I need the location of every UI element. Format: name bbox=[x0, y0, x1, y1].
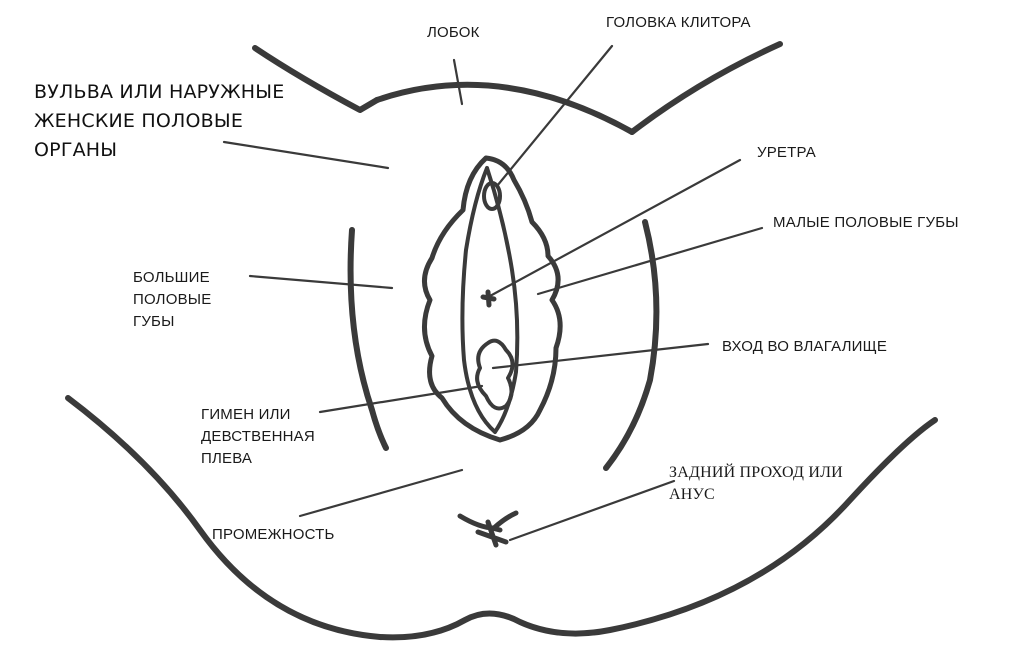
label-urethra: УРЕТРА bbox=[757, 144, 816, 161]
leader-labia-minora bbox=[536, 226, 764, 296]
label-labia-majora: БОЛЬШИЕ ПОЛОВЫЕ ГУБЫ bbox=[133, 269, 212, 330]
leader-urethra bbox=[488, 158, 742, 298]
labia-majora-right-outline bbox=[603, 219, 660, 471]
leader-perineum bbox=[298, 468, 464, 518]
pubic-mound-curve bbox=[374, 81, 635, 135]
label-labia-minora: МАЛЫЕ ПОЛОВЫЕ ГУБЫ bbox=[773, 214, 959, 231]
clitoris-glans-shape bbox=[482, 181, 502, 211]
labia-minora-inner bbox=[460, 166, 520, 434]
diagram-title: ВУЛЬВА ИЛИ НАРУЖНЫЕ ЖЕНСКИЕ ПОЛОВЫЕ ОРГА… bbox=[34, 81, 285, 161]
leader-vaginal-opening bbox=[491, 342, 710, 370]
upper-thigh-left-outline bbox=[252, 45, 380, 113]
label-perineum: ПРОМЕЖНОСТЬ bbox=[212, 526, 335, 543]
label-pubis: ЛОБОК bbox=[427, 24, 480, 41]
label-anus: ЗАДНИЙ ПРОХОД ИЛИ АНУС bbox=[669, 464, 843, 503]
leader-labia-majora bbox=[248, 274, 394, 290]
leader-clitoris-glans bbox=[495, 44, 614, 188]
vaginal-opening-shape bbox=[475, 338, 515, 411]
upper-thigh-right-outline bbox=[629, 41, 783, 135]
labia-minora-outer bbox=[422, 155, 563, 443]
leader-title bbox=[222, 140, 390, 170]
urethra-mark bbox=[480, 289, 497, 308]
labia-majora-left-outline bbox=[347, 227, 389, 451]
label-clitoris-glans: ГОЛОВКА КЛИТОРА bbox=[606, 14, 751, 31]
lower-body-outline bbox=[65, 395, 938, 641]
leader-pubis bbox=[452, 58, 464, 106]
anus-mark bbox=[457, 510, 519, 548]
label-vaginal-opening: ВХОД ВО ВЛАГАЛИЩЕ bbox=[722, 338, 888, 355]
leader-anus bbox=[508, 479, 676, 542]
leader-hymen bbox=[318, 384, 484, 414]
label-hymen: ГИМЕН ИЛИ ДЕВСТВЕННАЯ ПЛЕВА bbox=[201, 406, 315, 467]
